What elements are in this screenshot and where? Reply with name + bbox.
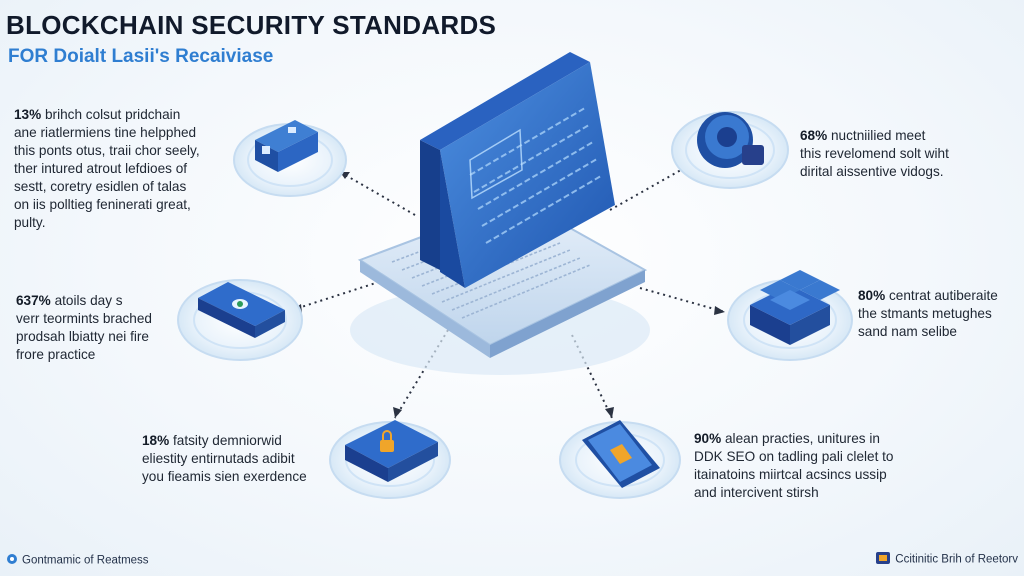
- info-text: this revelomend solt wiht: [800, 145, 949, 161]
- connector-top-right: [609, 165, 689, 211]
- globe-icon: [6, 553, 18, 568]
- info-text: pulty.: [14, 214, 46, 230]
- server-rack-icon: [233, 120, 347, 197]
- page-title: BLOCKCHAIN SECURITY STANDARDS: [6, 10, 497, 40]
- info-text: dirital aissentive vidogs.: [800, 163, 944, 179]
- stat-percent: 18%: [142, 433, 170, 448]
- connector-mid-right: [639, 287, 726, 313]
- info-text: centrat autiberaite: [889, 288, 998, 303]
- page-subtitle: FOR Doialt Lasii's Recaiviase: [8, 46, 274, 67]
- info-text: DDK SEO on tadling pali clelet to: [694, 448, 894, 464]
- emblem-icon: [875, 551, 891, 568]
- connector-top-left: [339, 171, 416, 216]
- info-text: brihch colsut pridchain: [45, 107, 181, 122]
- info-block-mid-right: 80% centrat autiberaite the stmants metu…: [858, 287, 1018, 341]
- connector-mid-left: [291, 279, 386, 311]
- info-text: fatsity demniorwid: [173, 433, 282, 448]
- connector-bottom-left: [394, 329, 449, 419]
- stat-percent: 68%: [800, 128, 828, 143]
- info-text: on iis polltieg feninerati great,: [14, 196, 191, 212]
- info-text: eliestity entirnutads adibit: [142, 450, 295, 466]
- info-block-mid-left: 637% atoils day s verr teormints brached…: [16, 292, 196, 364]
- footer-left-text: Gontmamic of Reatmess: [22, 554, 149, 567]
- stat-percent: 80%: [858, 288, 886, 303]
- connector-lines: [291, 165, 726, 419]
- info-block-bottom-left: 18% fatsity demniorwid eliestity entirnu…: [142, 432, 342, 486]
- bank-card-icon: [177, 279, 303, 361]
- shield-padlock-icon: [329, 420, 451, 499]
- info-text: alean practies, unitures in: [725, 431, 880, 446]
- info-block-bottom-right: 90% alean practies, unitures in DDK SEO …: [694, 430, 934, 502]
- smartphone-icon: [559, 420, 681, 499]
- info-text: itainatoins miirtcal acsincs ussip: [694, 466, 887, 482]
- info-block-top-right: 68% nuctniilied meet this revelomend sol…: [800, 127, 1015, 181]
- footer-left: Gontmamic of Reatmess: [6, 553, 149, 568]
- footer-right: Ccitinitic Brih of Reetorv: [875, 551, 1018, 568]
- info-text: ther intured atrout lefdioes of: [14, 160, 188, 176]
- info-text: sand nam selibe: [858, 323, 957, 339]
- info-text: sestt, coretry esidlen of talas: [14, 178, 187, 194]
- info-text: frore practice: [16, 346, 96, 362]
- info-text: this ponts otus, traii chor seely,: [14, 142, 200, 158]
- info-text: ane riatlermiens tine helpphed: [14, 124, 197, 140]
- info-text: prodsah lbiatty nei fire: [16, 328, 149, 344]
- stat-percent: 13%: [14, 107, 42, 122]
- info-text: and intercivent stirsh: [694, 484, 819, 500]
- cube-stack-icon: [727, 270, 853, 361]
- stat-percent: 90%: [694, 431, 722, 446]
- info-text: verr teormints brached: [16, 310, 152, 326]
- laptop-icon: [350, 52, 650, 375]
- stat-percent: 637%: [16, 293, 51, 308]
- info-text: atoils day s: [54, 293, 123, 308]
- info-text: you fieamis sien exerdence: [142, 468, 307, 484]
- info-text: nuctniilied meet: [831, 128, 926, 143]
- info-block-top-left: 13% brihch colsut pridchain ane riatlerm…: [14, 106, 234, 232]
- footer-right-text: Ccitinitic Brih of Reetorv: [895, 553, 1018, 566]
- info-text: the stmants metughes: [858, 305, 992, 321]
- padlock-ring-icon: [671, 111, 789, 189]
